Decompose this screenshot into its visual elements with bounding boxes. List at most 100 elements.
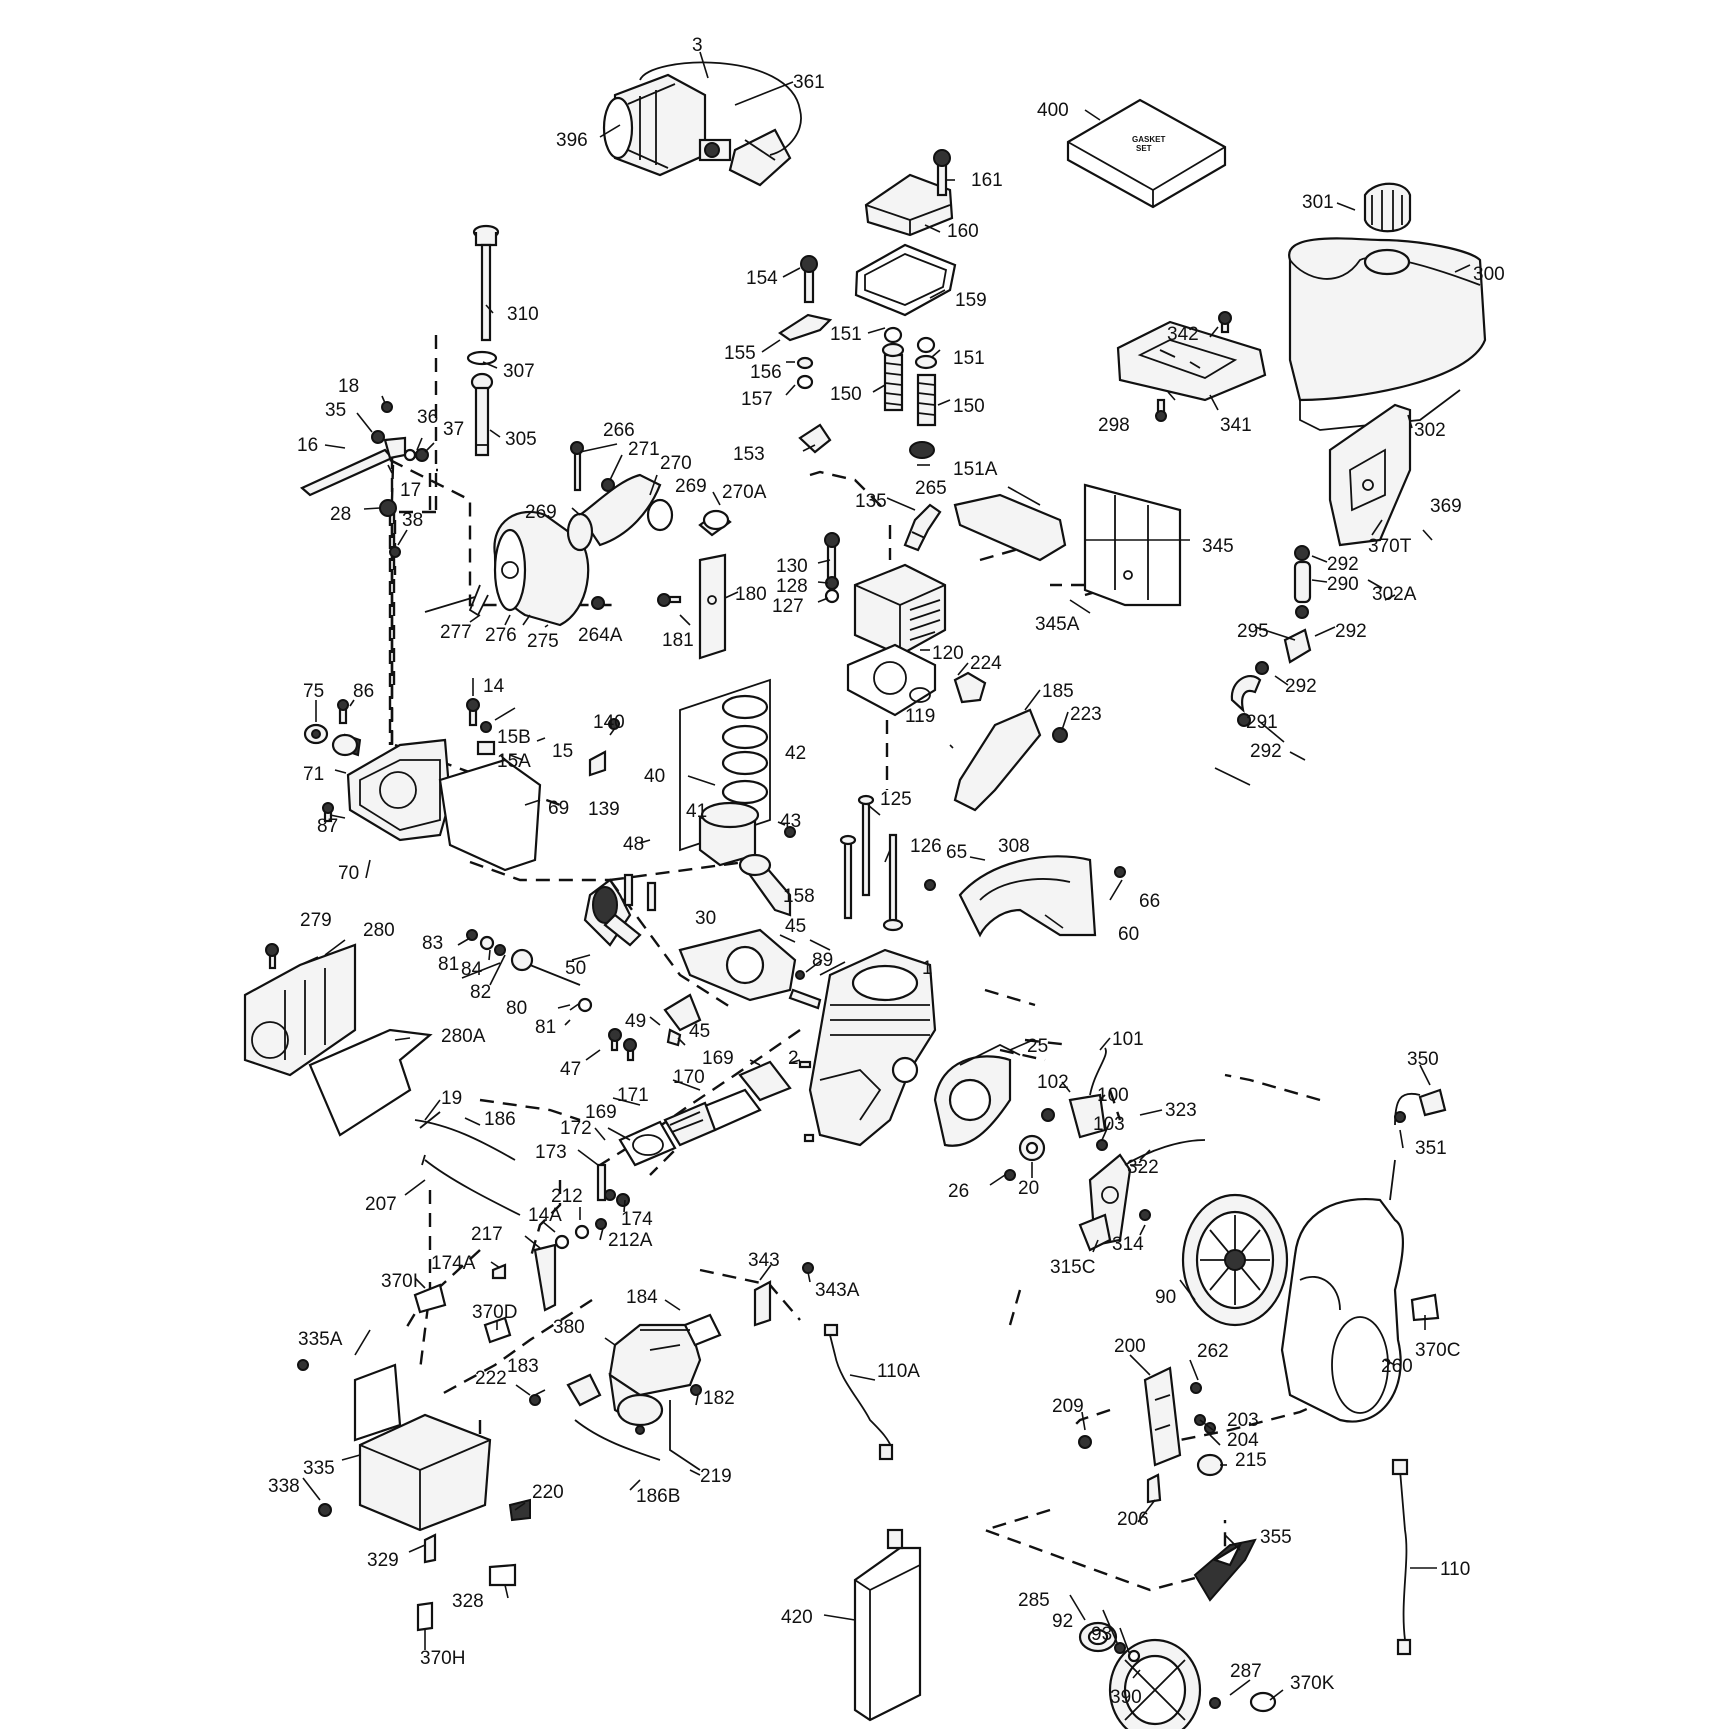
piston-and-rings-part	[679, 678, 796, 867]
callout-186B: 186B	[636, 1486, 680, 1507]
callout-203: 203	[1227, 1410, 1259, 1431]
callout-40: 40	[644, 766, 665, 787]
air-deflector-part	[953, 493, 1067, 562]
callout-48: 48	[623, 834, 644, 855]
rod-cap-parts	[608, 993, 702, 1062]
callout-14: 14	[483, 676, 505, 697]
callout-206: 206	[1117, 1509, 1149, 1530]
callout-264A: 264A	[578, 625, 623, 646]
callout-81-top: 81	[438, 954, 459, 975]
callout-307: 307	[503, 361, 535, 382]
callout-369: 369	[1430, 496, 1462, 517]
callout-328: 328	[452, 1591, 484, 1612]
callout-315C: 315C	[1050, 1257, 1095, 1278]
callout-212: 212	[551, 1186, 583, 1207]
callout-140: 140	[593, 712, 625, 733]
callout-370K: 370K	[1290, 1673, 1335, 1694]
callout-292-top: 292	[1327, 554, 1359, 575]
blower-housing-backplate-part	[933, 1043, 1046, 1181]
callout-172: 172	[560, 1118, 592, 1139]
connecting-rod-and-crankshaft-part	[583, 853, 822, 1010]
callout-400: 400	[1037, 100, 1069, 121]
callout-292-bottom: 292	[1250, 741, 1282, 762]
callout-156: 156	[750, 362, 782, 383]
callout-15A: 15A	[497, 751, 531, 772]
callout-161: 161	[971, 170, 1003, 191]
callout-120: 120	[932, 643, 964, 664]
callout-16: 16	[297, 435, 318, 456]
callout-209: 209	[1052, 1396, 1084, 1417]
cylinder-shroud-part	[243, 943, 433, 1137]
callout-219: 219	[700, 1466, 732, 1487]
callout-276: 276	[485, 625, 517, 646]
head-gasket-part	[846, 643, 1068, 812]
callout-110: 110	[1440, 1559, 1470, 1580]
callout-127: 127	[772, 596, 804, 617]
tank-heat-shield-part	[1328, 403, 1412, 547]
callout-30: 30	[695, 908, 716, 929]
fuel-bracket-343-part	[753, 1262, 814, 1327]
callout-3: 3	[692, 35, 703, 56]
callout-322: 322	[1127, 1157, 1159, 1178]
callout-14A: 14A	[528, 1205, 562, 1226]
callout-355: 355	[1260, 1527, 1292, 1548]
callout-420: 420	[781, 1607, 813, 1628]
callout-292-mid: 292	[1335, 621, 1367, 642]
rocker-and-valve-springs-part	[778, 255, 938, 459]
oil-bottle-part	[853, 1528, 922, 1722]
callout-222: 222	[475, 1368, 507, 1389]
callout-81-bottom: 81	[535, 1017, 556, 1038]
callout-155: 155	[724, 343, 756, 364]
callout-101: 101	[1112, 1029, 1144, 1050]
callout-370T: 370T	[1368, 536, 1412, 557]
callout-277: 277	[440, 622, 472, 643]
callout-100: 100	[1097, 1085, 1129, 1106]
callout-2: 2	[788, 1048, 799, 1069]
callout-295: 295	[1237, 621, 1269, 642]
intake-screw-parts	[491, 1163, 630, 1280]
callout-71: 71	[303, 764, 324, 785]
callout-370D: 370D	[472, 1302, 517, 1323]
callout-335: 335	[303, 1458, 335, 1479]
callout-45-top: 45	[785, 916, 806, 937]
callout-314: 314	[1112, 1234, 1144, 1255]
callout-170: 170	[673, 1067, 705, 1088]
callout-345A: 345A	[1035, 614, 1080, 635]
callout-380: 380	[553, 1317, 585, 1338]
callout-50: 50	[565, 958, 586, 979]
recoil-shield-part	[924, 855, 1126, 938]
callout-126: 126	[910, 836, 942, 857]
callout-154: 154	[746, 268, 778, 289]
callout-291: 291	[1246, 712, 1278, 733]
callout-270: 270	[660, 453, 692, 474]
callout-83: 83	[422, 933, 443, 954]
callout-279: 279	[300, 910, 332, 931]
governor-shaft-parts	[466, 698, 496, 756]
callout-150-left: 150	[830, 384, 862, 405]
ignition-module-part	[1041, 1047, 1108, 1151]
callout-217: 217	[471, 1224, 503, 1245]
callout-329: 329	[367, 1550, 399, 1571]
callout-370H: 370H	[420, 1648, 465, 1669]
callout-269-left: 269	[525, 502, 557, 523]
callout-280: 280	[363, 920, 395, 941]
crankcase-cover-part	[303, 699, 542, 872]
callout-174: 174	[621, 1209, 653, 1230]
callout-135: 135	[855, 491, 887, 512]
callout-151-left: 151	[830, 324, 862, 345]
muffler-part	[424, 510, 605, 627]
gasket-set-box-part: GASKET SET	[1066, 98, 1227, 209]
callout-292-lower: 292	[1285, 676, 1317, 697]
callout-102: 102	[1037, 1072, 1069, 1093]
callout-169-bottom: 169	[585, 1102, 617, 1123]
callout-90: 90	[1155, 1287, 1176, 1308]
engine-block-part	[798, 948, 937, 1147]
callout-82: 82	[470, 982, 491, 1003]
callout-396: 396	[556, 130, 588, 151]
callout-308: 308	[998, 836, 1030, 857]
callout-42: 42	[785, 743, 806, 764]
callout-86: 86	[353, 681, 374, 702]
callout-181: 181	[662, 630, 694, 651]
callout-173: 173	[535, 1142, 567, 1163]
